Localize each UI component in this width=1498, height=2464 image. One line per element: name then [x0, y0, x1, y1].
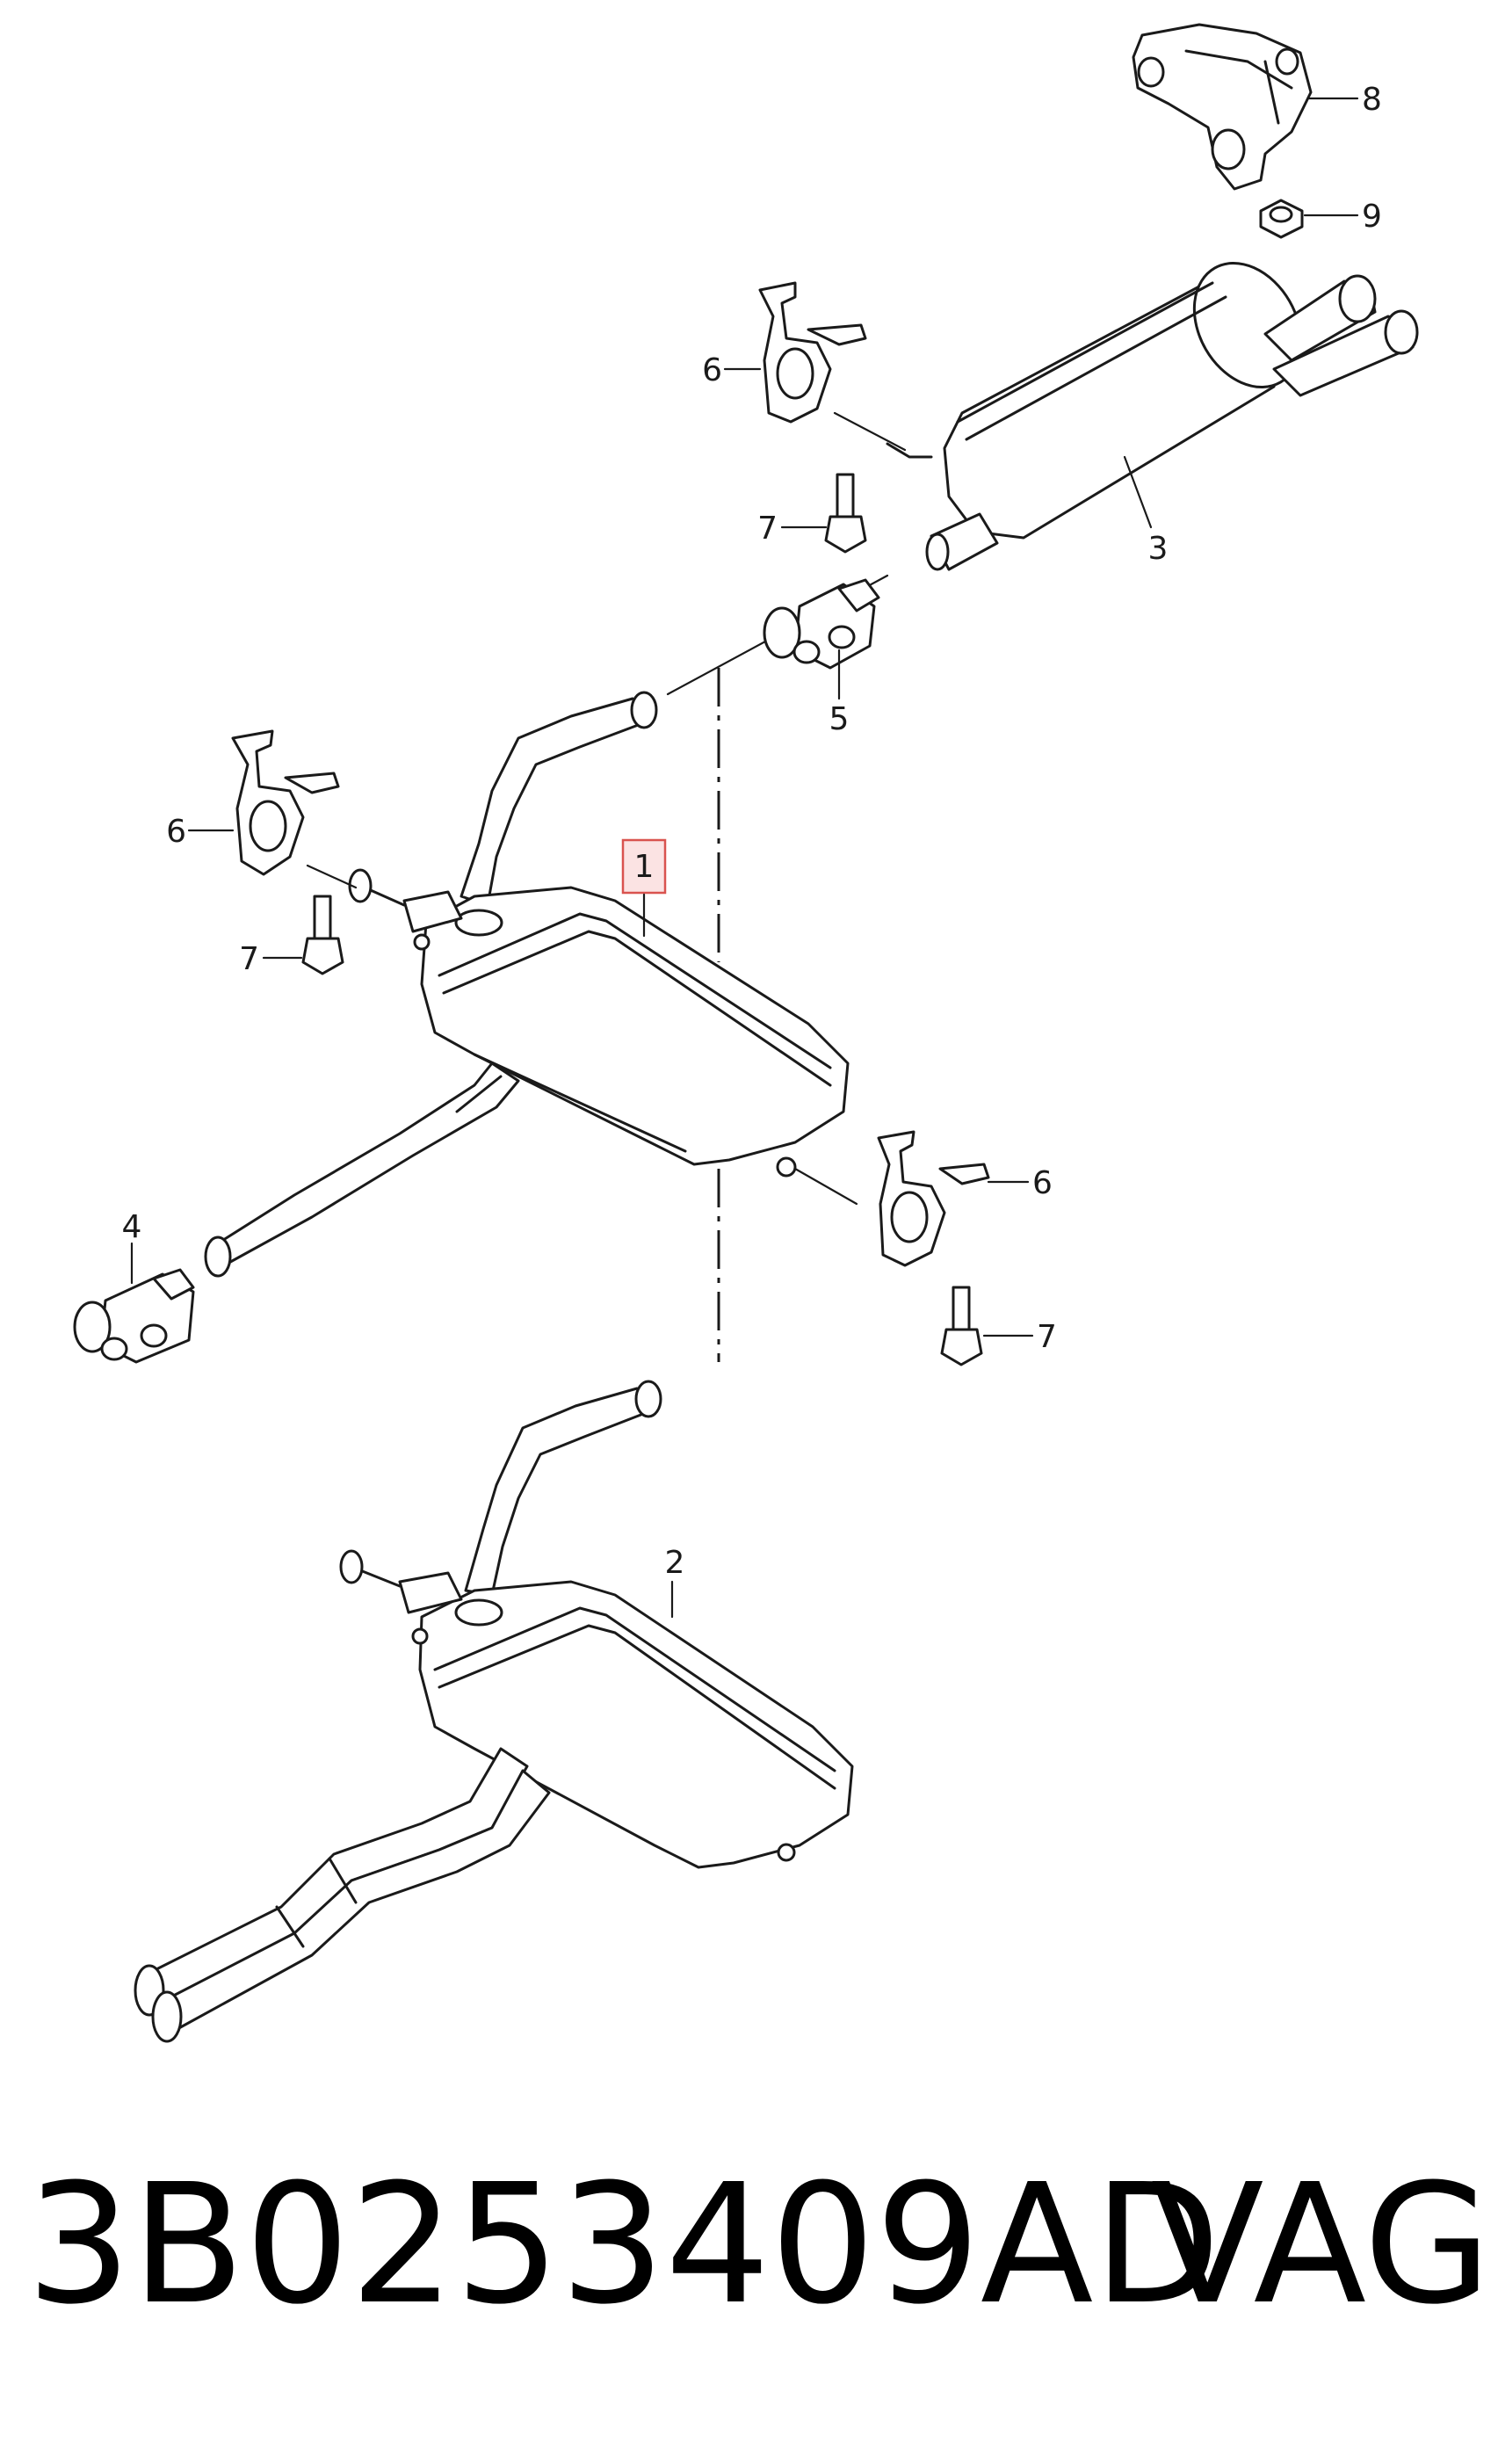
- callout-2: 2: [665, 1545, 685, 1581]
- hanger-part-6-right[interactable]: [793, 1130, 1030, 1267]
- callout-7-left: 7: [239, 941, 259, 977]
- bracket-part-8[interactable]: [1132, 23, 1359, 191]
- center-silencer-part-1[interactable]: [204, 691, 850, 1278]
- hanger-part-6-left[interactable]: [187, 729, 340, 876]
- callout-7-right: 7: [1037, 1319, 1057, 1355]
- callout-8: 8: [1362, 82, 1382, 118]
- rear-silencer-part-3[interactable]: [833, 244, 1419, 571]
- clamp-part-5[interactable]: [763, 578, 880, 700]
- highlight-box-part-1: [621, 838, 667, 895]
- callout-9: 9: [1362, 199, 1382, 235]
- callout-6-top: 6: [702, 352, 722, 388]
- callout-5: 5: [829, 701, 850, 737]
- callout-6-right: 6: [1032, 1165, 1053, 1201]
- bolt-part-7-right[interactable]: [940, 1286, 1034, 1366]
- brand-label: VAG: [1151, 2149, 1492, 2341]
- part-footer: 3B0253409AD VAG: [26, 2144, 1492, 2346]
- clamp-part-4[interactable]: [73, 1242, 195, 1364]
- part-number: 3B0253409AD: [26, 2149, 1221, 2341]
- callout-3: 3: [1148, 531, 1169, 567]
- callout-labels: 1 2 3 4 5 6 6 6 7 7 7 8 9: [122, 82, 1382, 1581]
- bolt-part-7-left[interactable]: [262, 895, 344, 975]
- hanger-part-6-top[interactable]: [723, 281, 867, 424]
- callout-6-left: 6: [166, 814, 186, 850]
- bolt-part-7-top[interactable]: [780, 473, 867, 554]
- rear-section-part-2[interactable]: [134, 1380, 854, 2043]
- callout-1: 1: [634, 849, 655, 885]
- callout-4: 4: [122, 1209, 142, 1245]
- callout-7-top: 7: [757, 511, 778, 547]
- nut-part-9[interactable]: [1259, 199, 1359, 239]
